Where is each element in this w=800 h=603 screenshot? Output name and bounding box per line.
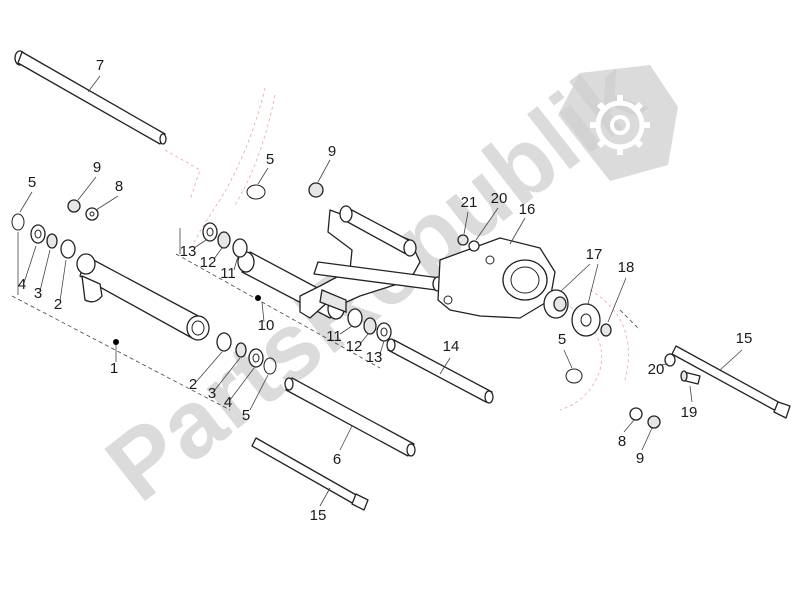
callout-label-l20a: 20 bbox=[491, 190, 508, 207]
part-14-rod bbox=[386, 338, 494, 404]
callout-label-l12b: 12 bbox=[346, 338, 363, 355]
callout-label-l8a: 8 bbox=[115, 178, 123, 195]
ghost-outline bbox=[164, 87, 629, 411]
callout-label-l17: 17 bbox=[586, 246, 603, 263]
callout-label-l14: 14 bbox=[443, 338, 460, 355]
callout-label-l4b: 4 bbox=[224, 394, 232, 411]
callout-label-l5c: 5 bbox=[242, 407, 250, 424]
left-bearings bbox=[11, 191, 76, 302]
part-1-arm-tube bbox=[76, 253, 210, 362]
callout-label-l18: 18 bbox=[618, 259, 635, 276]
part-7-long-axle bbox=[14, 50, 167, 145]
callout-label-l6: 6 bbox=[333, 451, 341, 468]
callout-label-l10: 10 bbox=[258, 317, 275, 334]
lower-ring-set bbox=[339, 308, 392, 355]
assembly-guides bbox=[11, 228, 641, 411]
callout-label-l21: 21 bbox=[461, 194, 478, 211]
callout-label-l19: 19 bbox=[681, 404, 698, 421]
callout-label-l11a: 11 bbox=[220, 265, 236, 282]
nut-washer-left bbox=[67, 176, 119, 221]
right-side-parts bbox=[543, 263, 627, 384]
upper-ring-set bbox=[193, 222, 248, 271]
callout-label-l9a: 9 bbox=[93, 159, 101, 176]
part-15-bolt-bottom bbox=[251, 437, 369, 511]
callout-label-l2a: 2 bbox=[54, 296, 62, 313]
middle-ring-nut bbox=[246, 159, 331, 200]
callout-label-l15a: 15 bbox=[736, 330, 753, 347]
callout-label-l20b: 20 bbox=[648, 361, 665, 378]
callout-label-l15b: 15 bbox=[310, 507, 327, 524]
callout-label-l9b: 9 bbox=[328, 143, 336, 160]
callout-label-l16: 16 bbox=[519, 201, 536, 218]
gear-icon bbox=[558, 65, 678, 181]
callout-label-l9c: 9 bbox=[636, 450, 644, 467]
callout-label-l5a: 5 bbox=[28, 174, 36, 191]
callout-label-l5d: 5 bbox=[558, 331, 566, 348]
washers-21-20 bbox=[457, 207, 499, 252]
callout-label-l13a: 13 bbox=[180, 243, 197, 260]
callout-label-l11b: 11 bbox=[326, 328, 342, 345]
part-16-housing bbox=[437, 217, 556, 319]
callout-label-l13b: 13 bbox=[366, 349, 383, 366]
callout-label-l3a: 3 bbox=[34, 285, 42, 302]
callout-label-l8b: 8 bbox=[618, 433, 626, 450]
callout-label-l4a: 4 bbox=[18, 276, 26, 293]
lower-bearings bbox=[195, 332, 277, 411]
callout-label-l2b: 2 bbox=[189, 376, 197, 393]
part-15-bolt-right bbox=[671, 345, 791, 419]
callout-label-l7: 7 bbox=[96, 57, 104, 74]
callout-label-l1: 1 bbox=[110, 360, 118, 377]
callout-label-l5b: 5 bbox=[266, 151, 274, 168]
callout-label-l12a: 12 bbox=[200, 254, 217, 271]
swing-arm-bracket bbox=[299, 205, 444, 319]
bottom-right-fasteners bbox=[623, 353, 701, 451]
part-6-rod bbox=[284, 377, 416, 457]
callout-label-l3b: 3 bbox=[208, 385, 216, 402]
